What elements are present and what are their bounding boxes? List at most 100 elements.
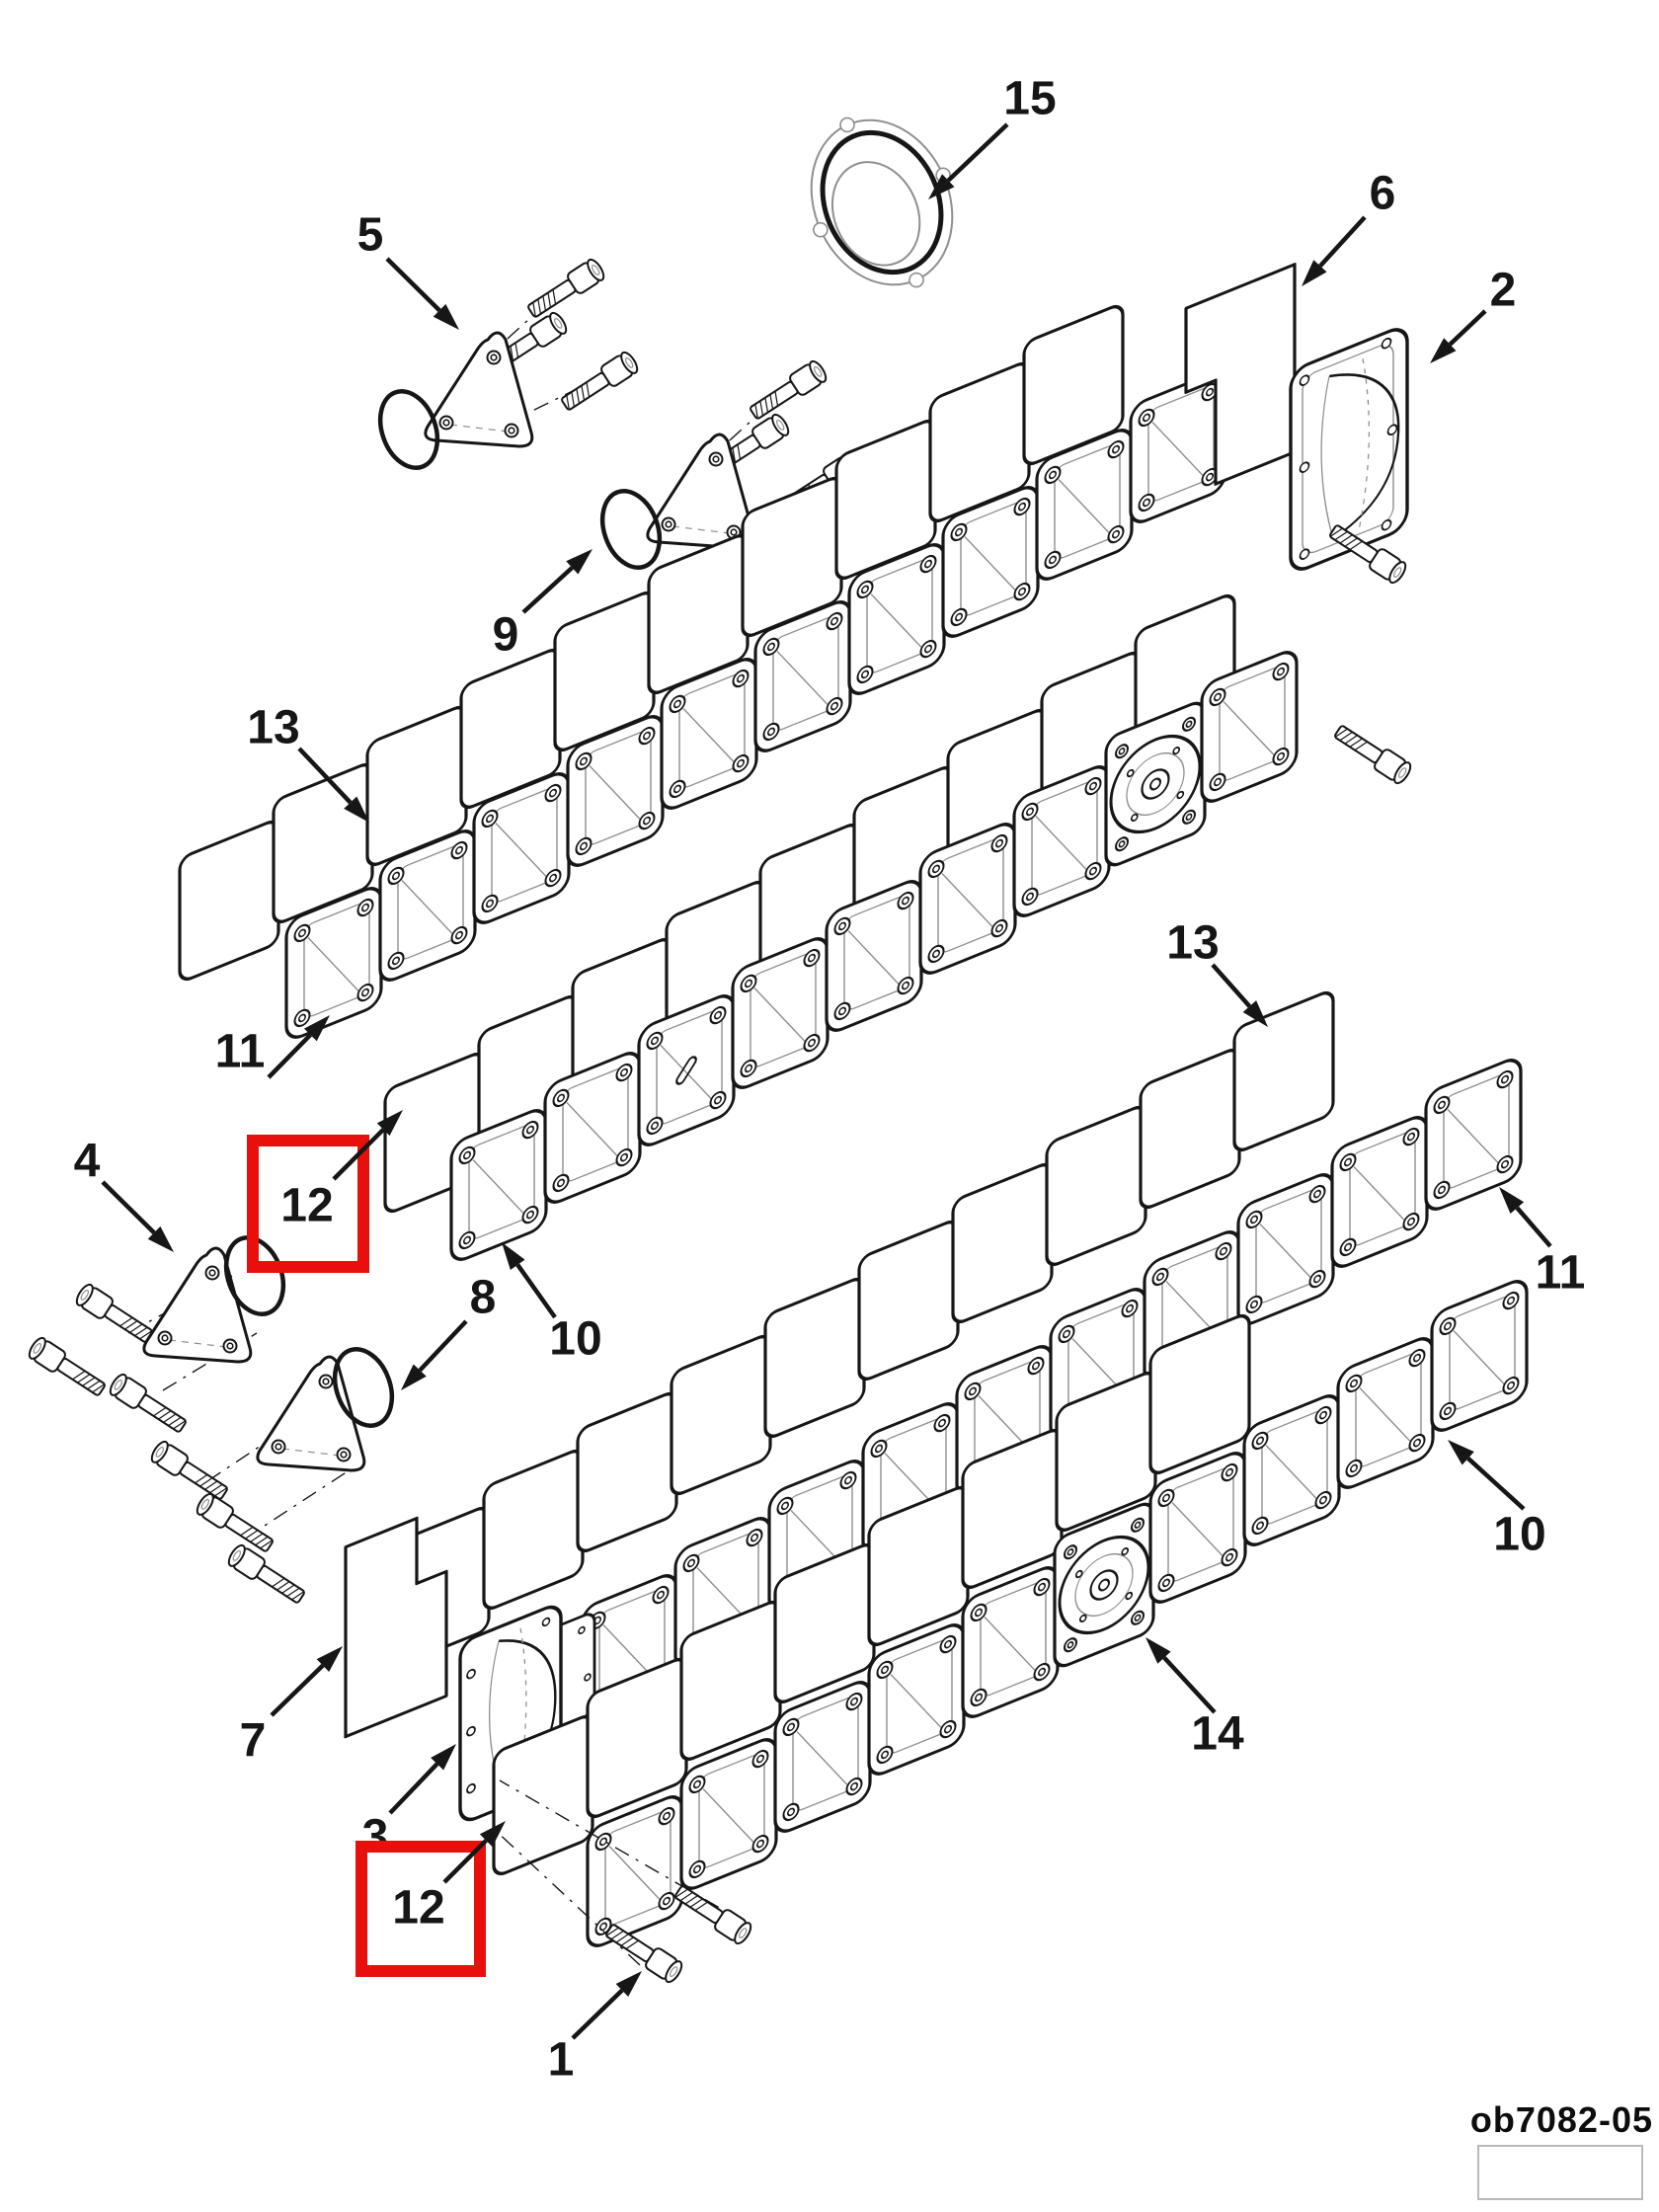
callout-7: 7 <box>240 1646 343 1768</box>
callout-number: 7 <box>240 1715 267 1768</box>
callout-arrowhead <box>566 549 592 575</box>
callout-8: 8 <box>401 1272 496 1390</box>
center-line <box>677 409 764 488</box>
callout-arrowhead <box>615 1971 642 1997</box>
seal-ring <box>810 117 954 288</box>
hand-hole-cover <box>961 1566 1060 1718</box>
callout-number: 9 <box>493 609 519 662</box>
callout-arrow <box>332 1128 385 1181</box>
cover-gasket <box>951 1162 1054 1324</box>
cap-screw <box>196 1492 274 1552</box>
figure-code: ob7082-05 <box>1469 2099 1653 2140</box>
hand-hole-cover <box>825 880 923 1032</box>
cap-screw <box>150 1440 228 1500</box>
callout-number: 11 <box>1536 1247 1586 1300</box>
hand-hole-cover <box>1035 429 1134 581</box>
callout-arrow <box>101 1180 156 1234</box>
callout-number: 5 <box>357 209 384 262</box>
callout-9: 9 <box>493 549 592 662</box>
callout-arrowhead <box>303 1015 330 1042</box>
hand-hole-cover <box>847 543 946 695</box>
cover-gasket <box>857 1220 960 1382</box>
parts-layer <box>28 117 1529 1984</box>
notched-gasket <box>344 1516 448 1739</box>
hand-hole-cover <box>773 1681 872 1833</box>
callout-4: 4 <box>74 1136 174 1252</box>
hand-hole-cover <box>1012 765 1111 917</box>
cover-gasket <box>763 1277 866 1439</box>
callout-arrow <box>1162 1656 1217 1714</box>
callout-arrowhead <box>316 1646 343 1672</box>
callout-13: 13 <box>1166 917 1268 1027</box>
callout-arrowhead <box>431 1744 456 1771</box>
callout-number: 13 <box>1166 917 1219 970</box>
hand-hole-cover <box>1129 371 1227 523</box>
callout-number: 12 <box>280 1180 333 1232</box>
callout-arrowhead <box>1499 1187 1525 1215</box>
cap-screw <box>561 351 639 411</box>
callout-6: 6 <box>1302 168 1396 286</box>
cap-screw <box>527 258 605 318</box>
hand-hole-cover <box>566 715 665 867</box>
callout-arrow <box>515 1263 557 1319</box>
callout-arrow <box>270 1663 325 1717</box>
triangular-cover <box>142 1246 253 1364</box>
callout-arrow <box>385 257 441 312</box>
callout-number: 4 <box>74 1136 101 1188</box>
slotted-cover <box>637 994 736 1146</box>
callout-arrowhead <box>344 796 369 823</box>
cover-gasket <box>576 1391 678 1553</box>
cover-gasket <box>1045 1105 1147 1267</box>
callout-arrowhead <box>433 303 459 330</box>
callout-13: 13 <box>247 702 369 823</box>
callout-number: 14 <box>1191 1708 1244 1761</box>
cover-gasket <box>1148 1313 1251 1475</box>
center-line <box>455 307 542 386</box>
cover-gasket <box>482 1449 585 1611</box>
callout-arrow <box>297 747 353 805</box>
cap-screw <box>109 1373 187 1433</box>
callout-12: 12 <box>247 1110 403 1273</box>
callout-number: 12 <box>392 1882 444 1935</box>
figure-code-box <box>1477 2145 1643 2200</box>
hand-hole-cover <box>1430 1280 1529 1432</box>
hand-hole-cover <box>660 658 758 810</box>
callout-12: 12 <box>356 1821 506 1977</box>
callout-arrowhead <box>479 1821 506 1848</box>
hand-hole-cover <box>1336 1337 1435 1489</box>
callout-arrowhead <box>147 1225 174 1252</box>
callout-arrow <box>388 1762 439 1815</box>
callout-arrow <box>946 122 1009 183</box>
callout-11: 11 <box>215 1015 330 1079</box>
cap-screw <box>750 359 828 420</box>
callout-arrow <box>1515 1206 1552 1248</box>
callout-number: 6 <box>1370 168 1396 220</box>
cap-screw <box>1329 524 1407 585</box>
callout-number: 15 <box>1003 73 1056 125</box>
o-ring <box>332 1347 395 1428</box>
hand-hole-cover <box>1200 651 1299 803</box>
callout-arrow <box>571 1988 624 2040</box>
callout-10: 10 <box>502 1242 602 1366</box>
callout-arrow <box>1318 215 1367 268</box>
hand-hole-cover <box>1236 1173 1335 1325</box>
triangular-cover <box>424 331 534 448</box>
callout-number: 13 <box>247 702 299 754</box>
callout-arrowhead <box>1146 1637 1171 1664</box>
notched-gasket <box>1184 263 1297 486</box>
cap-screw <box>1334 725 1412 785</box>
callout-1: 1 <box>548 1971 642 2087</box>
callout-arrow <box>442 1839 488 1884</box>
hand-hole-cover <box>731 937 830 1089</box>
hand-hole-cover <box>472 772 571 924</box>
cap-screw <box>75 1283 153 1343</box>
cover-gasket <box>670 1334 772 1496</box>
callout-arrow <box>1466 1457 1526 1511</box>
callout-arrowhead <box>376 1110 403 1137</box>
callout-number: 10 <box>1493 1509 1545 1561</box>
callout-arrowhead <box>502 1242 525 1271</box>
o-ring <box>599 489 663 570</box>
callout-arrow <box>418 1319 468 1373</box>
callout-2: 2 <box>1430 265 1516 363</box>
